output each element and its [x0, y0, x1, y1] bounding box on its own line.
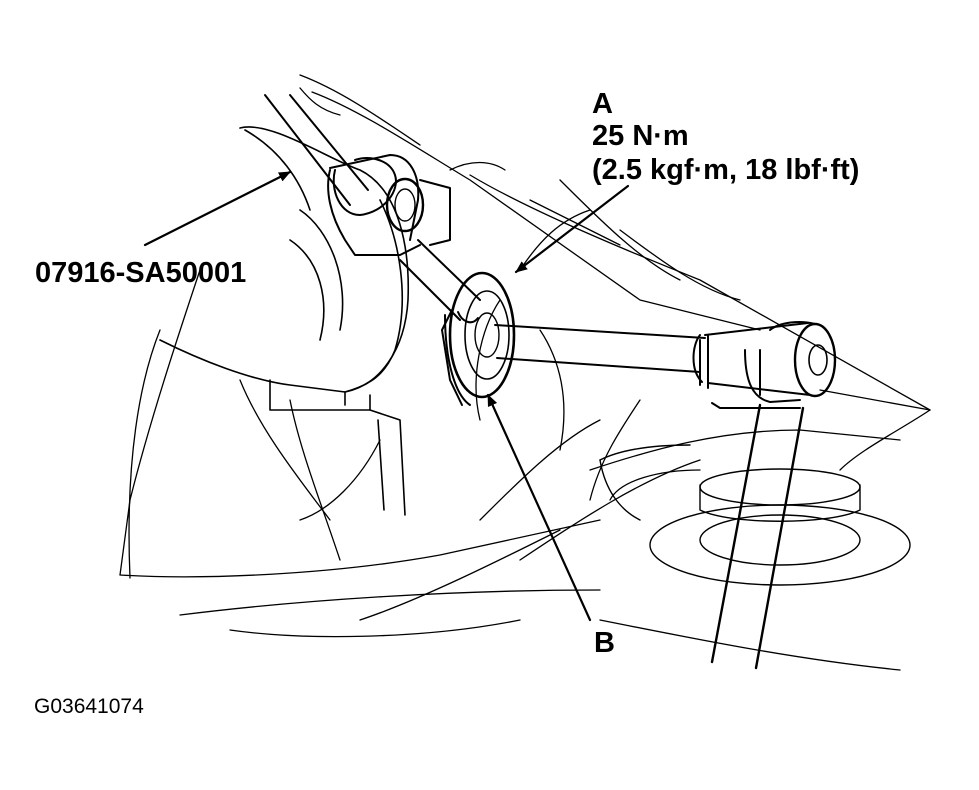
- callout-a-torque-alt: (2.5 kgf·m, 18 lbf·ft): [592, 154, 860, 186]
- tool-leader-arrow: [143, 170, 292, 247]
- callout-b-letter: B: [594, 627, 615, 659]
- callout-b-arrow: [486, 393, 592, 622]
- callout-a-torque: 25 N·m: [592, 120, 689, 152]
- bushing-assembly: [441, 271, 516, 406]
- callout-a-letter: A: [592, 88, 613, 120]
- figure-id: G03641074: [34, 695, 144, 718]
- spring-seat: [599, 444, 911, 586]
- tool-arm: [264, 94, 481, 324]
- link-rod: [494, 321, 837, 409]
- callout-a-arrow: [514, 184, 630, 274]
- vertical-link: [710, 403, 805, 670]
- tool-part-number: 07916-SA50001: [35, 257, 247, 289]
- body-panel-lines: [119, 74, 931, 671]
- leader-lines: [143, 170, 630, 622]
